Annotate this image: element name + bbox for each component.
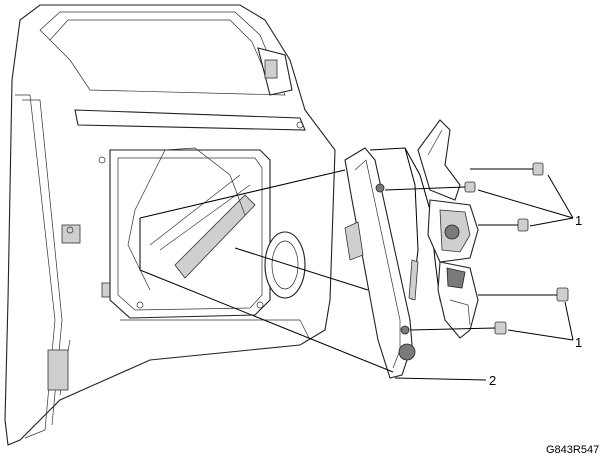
leader-lines: [139, 169, 574, 381]
callout-1-upper: 1: [575, 213, 582, 228]
bolt-icon-5: [409, 321, 507, 335]
bolt-icon-2: [384, 181, 476, 193]
door-inner-panel-icon: [4, 4, 336, 446]
figure-id: G843R547: [546, 444, 599, 456]
bolt-icon-1: [470, 162, 544, 176]
callout-1-lower: 1: [575, 335, 582, 350]
bolt-icon-4: [478, 287, 569, 302]
bolt-icon-3: [478, 218, 529, 232]
window-regulator-icon: [344, 119, 479, 379]
callout-2: 2: [489, 373, 496, 388]
